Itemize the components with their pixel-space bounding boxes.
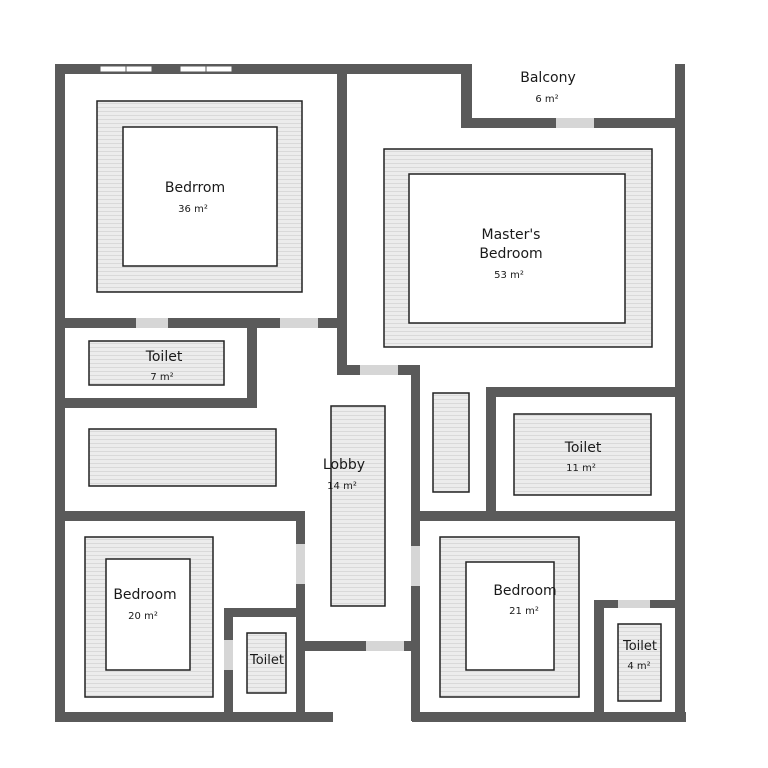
master-name-line2: Bedroom <box>479 246 542 262</box>
wall-lobby-bottom <box>296 641 420 651</box>
door-toilet-w <box>136 318 168 328</box>
bed-bedroom-sw <box>105 558 191 671</box>
lobby-name: Lobby <box>323 457 365 473</box>
bed-bedroom-se <box>465 561 555 671</box>
lobby-area: 14 m² <box>327 481 357 492</box>
bedroom-se-name: Bedroom <box>493 583 556 599</box>
fixture-toilet-se <box>617 623 662 702</box>
wall-lobby-right-lower <box>411 511 420 721</box>
wall-bedroom-nw-bottom <box>55 318 347 328</box>
wall-outer-bottom-right <box>412 712 686 722</box>
openings <box>99 65 650 670</box>
runner-lobby <box>330 405 386 607</box>
bedroom-sw-area: 20 m² <box>128 611 158 622</box>
toilet-se-area: 4 m² <box>627 661 650 672</box>
bed-master <box>408 173 626 324</box>
furniture <box>84 100 662 702</box>
cabinet-lobby <box>432 392 470 493</box>
wall-bedroom-sw-top <box>55 511 305 521</box>
wall-toilet-w-bottom <box>55 398 257 408</box>
wall-outer-bottom-left <box>55 712 333 722</box>
door-bedroom-sw <box>296 544 305 584</box>
room-labels: Bedrrom 36 m² Balcony 6 m² Master's Bedr… <box>113 70 657 672</box>
wall-outer-left <box>55 64 65 721</box>
door-bedroom-se <box>411 546 420 586</box>
wall-toilet-e-top <box>486 387 685 397</box>
fixture-toilet-w <box>88 340 225 386</box>
wall-bedroom-nw-right <box>337 64 347 374</box>
wall-toilet-e-left <box>486 387 496 519</box>
fixture-toilet-s <box>246 632 287 694</box>
door-bedroom-nw <box>280 318 318 328</box>
toilet-w-name: Toilet <box>145 349 183 365</box>
door-master <box>360 365 398 375</box>
bedroom-se-area: 21 m² <box>509 606 539 617</box>
toilet-w-area: 7 m² <box>150 372 173 383</box>
wall-lobby-right-upper <box>411 365 420 520</box>
wall-toilet-s-top <box>224 608 305 617</box>
toilet-se-name: Toilet <box>622 639 657 654</box>
wall-toilet-e-bottom <box>411 511 685 521</box>
bed-bedroom-nw <box>122 126 278 267</box>
balcony-name: Balcony <box>520 70 576 86</box>
door-balcony <box>556 118 594 128</box>
toilet-e-name: Toilet <box>564 440 602 456</box>
wall-balcony-left <box>461 64 472 128</box>
bedroom-nw-area: 36 m² <box>178 204 208 215</box>
door-toilet-s <box>224 640 233 670</box>
bench-corridor <box>88 428 277 487</box>
toilet-e-area: 11 m² <box>566 463 596 474</box>
bedroom-nw-name: Bedrrom <box>165 180 225 196</box>
bedroom-sw-name: Bedroom <box>113 587 176 603</box>
wall-toilet-w-right <box>247 318 257 408</box>
fixture-toilet-e <box>513 413 652 496</box>
wall-outer-top <box>55 64 472 74</box>
wall-toilet-se-left <box>594 600 604 720</box>
master-name-line1: Master's <box>482 227 541 243</box>
balcony-area: 6 m² <box>535 94 558 105</box>
door-lobby-bottom <box>366 641 404 651</box>
toilet-s-name: Toilet <box>249 653 284 668</box>
master-area: 53 m² <box>494 270 524 281</box>
door-toilet-se <box>618 600 650 608</box>
